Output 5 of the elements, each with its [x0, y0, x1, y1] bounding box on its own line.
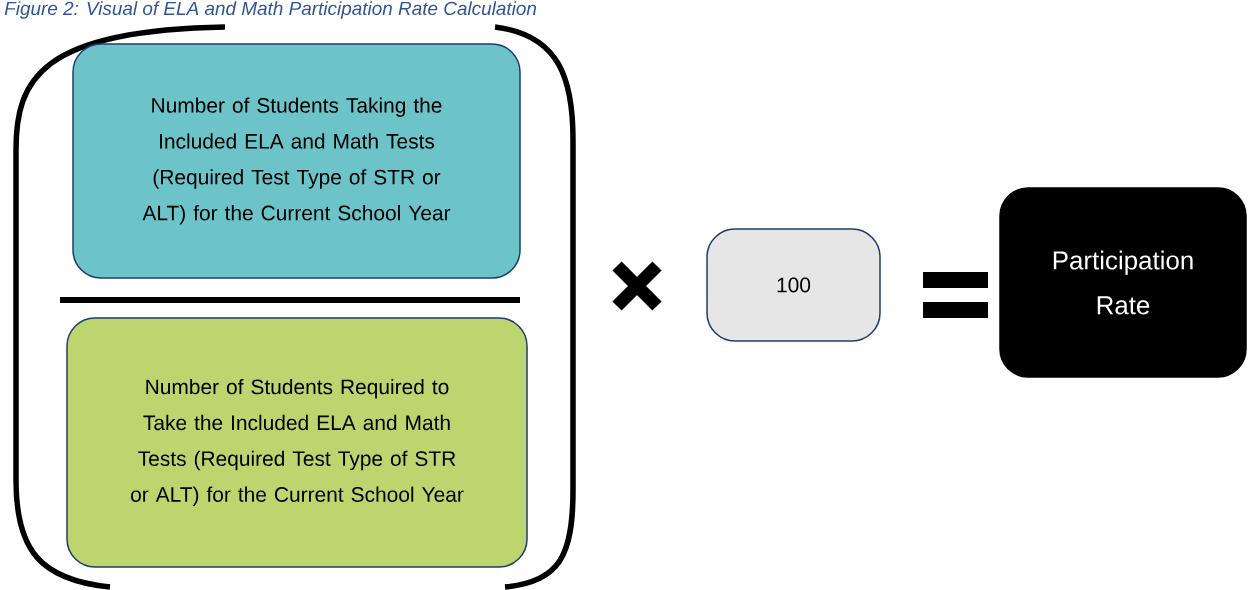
number-box: 100 [706, 228, 881, 342]
numerator-box: Number of Students Taking the Included ELA and Math Tests (Required Test Type of STR or ALT) for the Current School Year [72, 43, 521, 279]
result-box: Participation Rate [999, 187, 1247, 378]
figure-title: Figure 2: Visual of ELA and Math Participation Rate Calculation [4, 1, 537, 19]
denominator-box: Number of Students Required to Take the Included ELA and Math Tests (Required Test Type of STR or ALT) for the Current School Year [66, 317, 528, 568]
